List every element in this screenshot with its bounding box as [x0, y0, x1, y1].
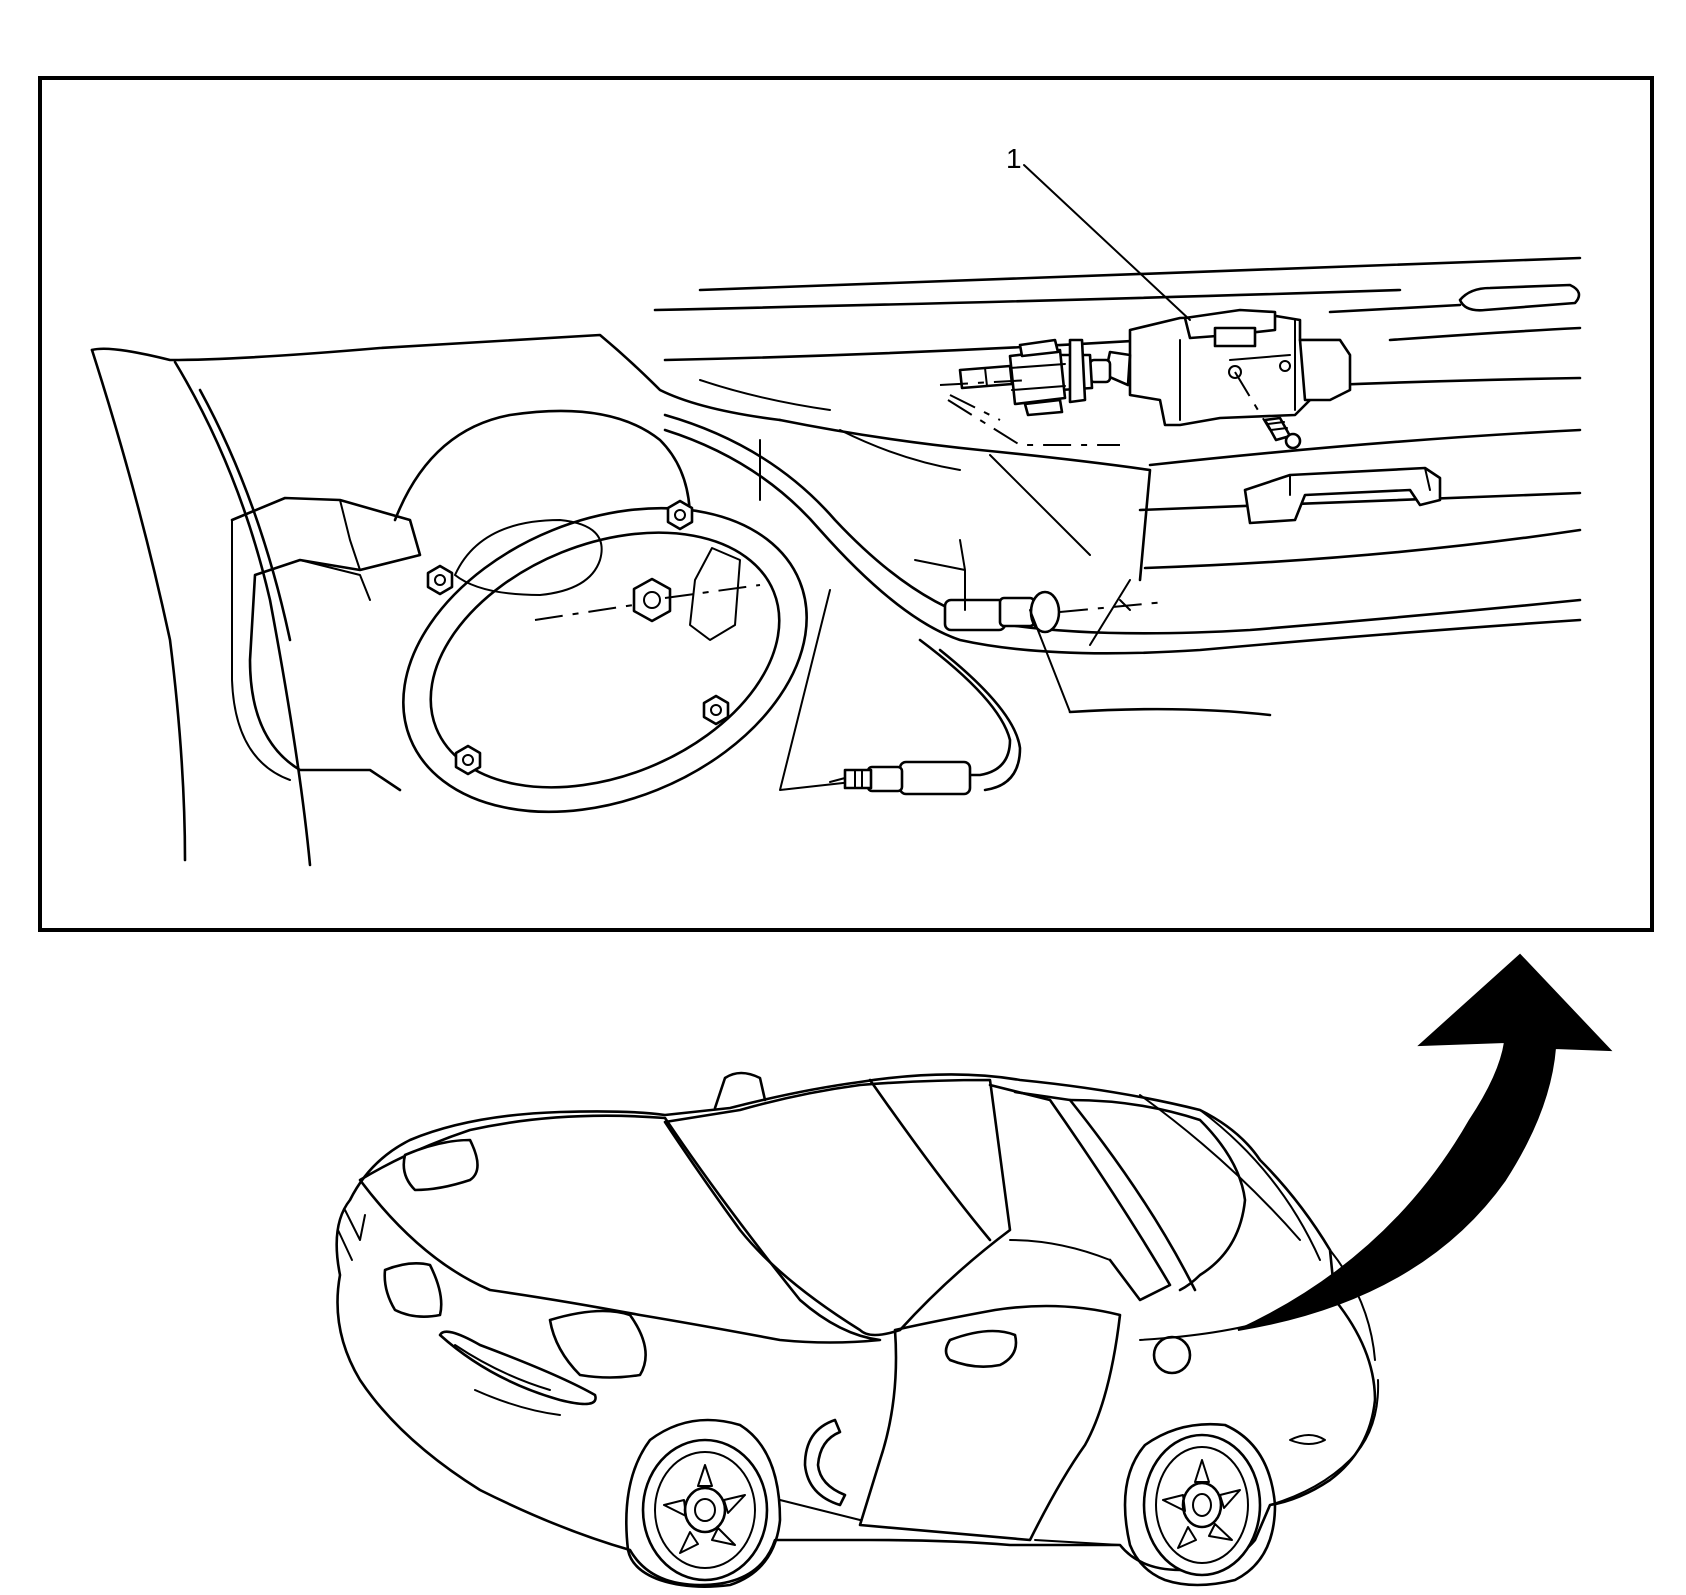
ring-bolts: [426, 499, 730, 776]
car-side-vent: [803, 1418, 847, 1507]
car-rear-bumper: [1269, 1379, 1380, 1506]
car-roof: [988, 1083, 1172, 1302]
body-line-5: [1328, 376, 1582, 387]
screw-icon: [1263, 416, 1302, 450]
body-line-6: [1148, 428, 1582, 467]
car-rear-wheel: [1123, 1422, 1277, 1587]
mount-plane: [779, 589, 871, 791]
wheel-arch-inner-2: [198, 388, 292, 642]
lower-cable: [918, 638, 1012, 777]
body-line-top: [698, 256, 1582, 292]
car-foglight: [383, 1262, 443, 1318]
bolt-icon: [666, 499, 694, 531]
car-rear-marker: [1289, 1434, 1326, 1445]
handle-bracket-edge: [1289, 467, 1431, 496]
center-nut-icon: [632, 577, 672, 623]
body-line-9: [1068, 707, 1272, 717]
detail-view: 1: [90, 143, 1582, 867]
body-diagonals: [759, 439, 1131, 713]
car-roof-edge: [868, 1078, 992, 1242]
fuel-door-actuator: [939, 308, 1352, 427]
body-line-7: [1138, 491, 1582, 512]
car-rocker: [779, 1499, 1121, 1546]
car-side-mirror: [944, 1329, 1018, 1368]
lower-connector: [829, 760, 972, 796]
callout-1-label: 1: [1006, 143, 1022, 174]
bolt-icon: [426, 564, 454, 596]
actuator-rod: [1328, 303, 1462, 314]
fuel-filler-neck: [454, 519, 603, 596]
car-roof-bar: [1013, 1090, 1197, 1292]
vehicle-overview: [335, 1071, 1380, 1588]
fuel-pocket-bracket: [299, 499, 371, 601]
handle-bracket: [1243, 466, 1442, 525]
nut-install-line: [534, 584, 761, 621]
car-rear-quarter: [1139, 1249, 1376, 1361]
fuel-door-ring: [402, 506, 808, 814]
car-front-wheel: [625, 1418, 782, 1588]
rod-end: [1458, 283, 1581, 312]
car-door: [858, 1304, 1122, 1542]
car-headlight: [402, 1138, 479, 1192]
body-line-2: [653, 288, 1402, 312]
fuel-pocket-left-wall: [230, 496, 422, 792]
callout-1-leader: [1023, 164, 1191, 321]
car-cockpit-line: [1009, 1239, 1111, 1261]
car-rear-window: [1068, 1098, 1247, 1292]
bolt-icon: [702, 694, 730, 726]
car-front-bumper-intake: [438, 1330, 597, 1406]
car-side-marker: [548, 1309, 647, 1379]
actuator-install-line: [939, 379, 1031, 421]
curved-arrow-icon: [1237, 953, 1613, 1331]
middle-connector: [943, 590, 1166, 634]
lower-cable-2: [938, 648, 1022, 792]
body-line-8: [1143, 528, 1582, 570]
car-front-grille: [337, 1209, 366, 1261]
wheel-arch-inner: [173, 360, 312, 867]
wheel-arch-outer: [90, 348, 187, 862]
car-front-bumper-line: [454, 1344, 561, 1416]
body-crease-2: [699, 379, 961, 471]
bolt-icon: [454, 744, 482, 776]
actuator-cable: [663, 428, 1582, 655]
callout-1: 1: [1006, 143, 1191, 321]
actuator-plane: [947, 399, 1120, 446]
middle-bracket: [914, 539, 966, 611]
body-line-4: [1388, 326, 1582, 342]
car-body-outline: [335, 1073, 1377, 1587]
fuel-door-housing-back: [393, 409, 692, 522]
fuel-pocket-left-inner: [231, 519, 291, 781]
body-crease: [778, 418, 1152, 582]
car-rear-deck-line: [1139, 1094, 1321, 1261]
quarter-panel-edge: [90, 333, 782, 422]
car-hood: [358, 1114, 882, 1344]
fuel-door-latch-tab: [689, 547, 741, 641]
detail-view-frame: [38, 76, 1654, 932]
car-antenna: [713, 1071, 767, 1110]
car-windshield: [663, 1078, 1012, 1337]
car-fuel-door: [1152, 1335, 1192, 1375]
